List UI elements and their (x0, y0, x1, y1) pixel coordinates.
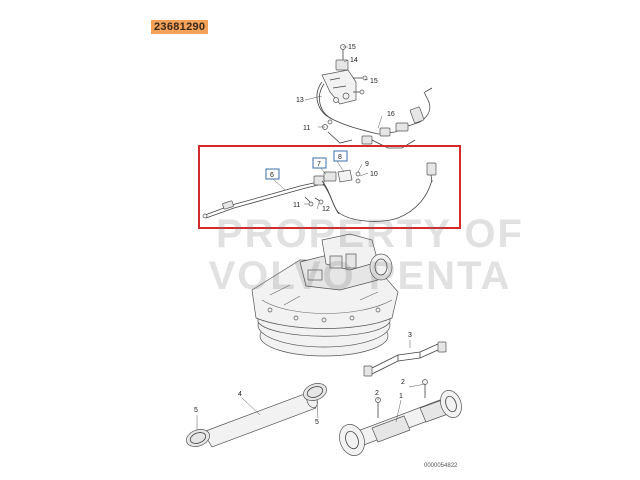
callout-14: 14 (350, 57, 358, 64)
upper-wiring-harness (316, 81, 433, 149)
callout-1: 1 (399, 393, 403, 400)
callout-6-box (265, 168, 280, 180)
callout-2: 2 (375, 390, 379, 397)
watermark-line-1: PROPERTY OF (216, 212, 524, 256)
watermark-line-2: VOLVO PENTA (208, 254, 512, 298)
callout-9: 9 (365, 161, 369, 168)
callout-7: 7 (317, 161, 321, 168)
callout-16: 16 (387, 111, 395, 118)
callout-11: 11 (293, 202, 300, 209)
drawing-reference: 0000054822 (424, 463, 458, 469)
callout-5: 5 (315, 419, 319, 426)
callout-4: 4 (238, 391, 242, 398)
bracket-assembly (321, 44, 368, 105)
pipe-with-clamps (186, 383, 327, 448)
highlight-frame (198, 145, 461, 229)
drive-shaft (339, 379, 462, 456)
callout-10: 10 (370, 171, 378, 178)
callout-3: 3 (408, 332, 412, 339)
callout-8: 8 (338, 154, 342, 161)
leader-lines (196, 46, 426, 430)
callout-5: 5 (194, 407, 198, 414)
callout-8-box (333, 150, 348, 162)
hose-assembly (363, 341, 447, 377)
part-number-badge: 23681290 (151, 20, 209, 34)
callouts: 15 14 15 13 16 11 8 7 9 6 10 11 12 3 2 4… (194, 44, 412, 426)
callout-15: 15 (348, 44, 356, 51)
engine-unit (251, 233, 399, 357)
callout-13: 13 (296, 97, 304, 104)
callout-2: 2 (401, 379, 405, 386)
callout-15: 15 (370, 78, 378, 85)
callout-12: 12 (322, 206, 330, 213)
callout-7-box (312, 157, 327, 169)
highlighted-harness-section (202, 162, 437, 222)
callout-11: 11 (303, 125, 310, 132)
callout-6: 6 (270, 172, 274, 179)
